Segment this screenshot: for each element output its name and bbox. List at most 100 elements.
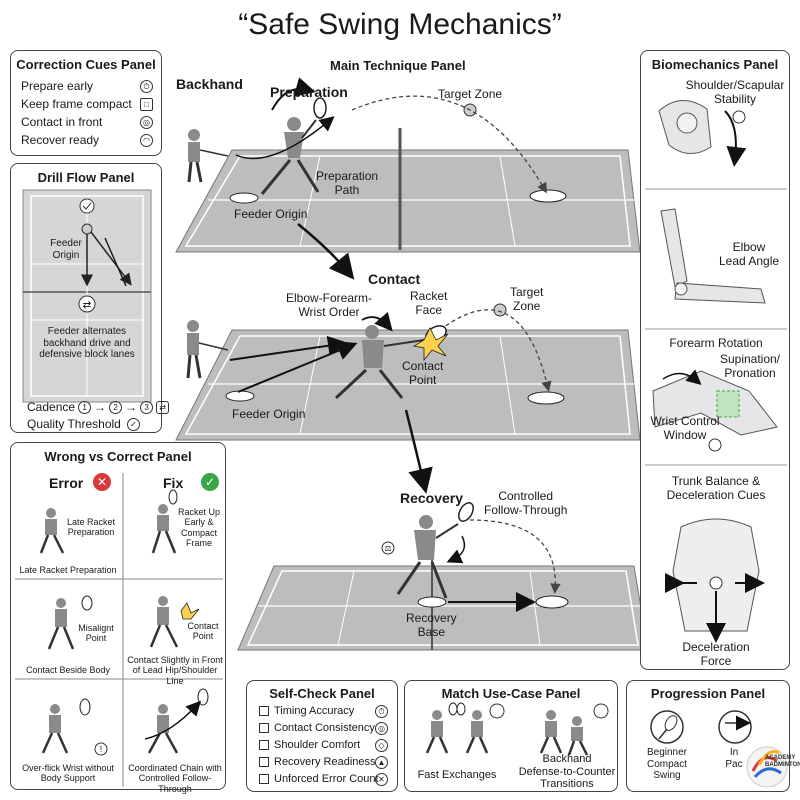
fix-heading: Fix [163,475,184,491]
error-heading: Error [49,475,84,491]
checkbox[interactable] [259,757,269,767]
biomechanics-panel: Biomechanics Panel Shoulder/Scapular Sta… [640,50,790,670]
contact-point-label: Contact Point [402,359,444,387]
cadence-step: 1 [78,400,92,414]
shield-icon: ◇ [375,739,388,752]
self-check-item[interactable]: Timing Accuracy [259,705,354,717]
err-caption: Over-flick Wrist without Body Support [22,763,114,784]
main-technique-title: Main Technique Panel [330,58,466,73]
err-caption: Late Racket Preparation [19,565,117,575]
trunk-label: Trunk Balance & Deceleration Cues [666,474,766,502]
gauge-icon: ◠ [140,133,153,147]
err-caption: Contact Beside Body [25,665,111,675]
feeder-origin-2-label: Feeder Origin [232,407,306,421]
racket-face-label: Racket Face [410,289,448,317]
cue-item: Prepare early ⏱ [21,79,153,93]
self-check-label: Shoulder Comfort [274,739,361,751]
fix-check-icon: ✓ [201,473,219,491]
timer-icon: ⏱ [375,705,388,718]
correction-cues-title: Correction Cues Panel [16,57,156,72]
cadence-row: Cadence 1→ 2→ 3 ⇄ [27,400,170,414]
target-icon: ◎ [375,722,388,735]
elbow-label: Elbow Lead Angle [718,240,780,268]
svg-text:⇄: ⇄ [83,300,91,311]
cue-label: Recover ready [21,133,100,147]
feeder-origin-1-label: Feeder Origin [234,207,308,221]
supination-label: Supination/ Pronation [719,352,781,380]
checkbox[interactable] [259,740,269,750]
wrist-window-label: Wrist Control Window [650,414,720,442]
self-check-label: Timing Accuracy [274,705,355,717]
backhand-transitions-label: Backhand Defense-to-Counter Transitions [518,753,616,791]
x-icon: ✕ [375,773,388,786]
intermediate-label: In Pac [725,747,743,770]
beginner-label: Beginner Compact Swing [646,747,688,781]
target-zone-2-label: Target Zone [510,285,544,313]
drill-note: Feeder alternates backhand drive and def… [39,326,135,360]
forearm-title: Forearm Rotation [669,336,763,350]
self-check-item[interactable]: Shoulder Comfort [259,739,360,751]
checkbox[interactable] [259,706,269,716]
fix-caption: Contact Slightly in Front of Lead Hip/Sh… [127,655,223,686]
drill-flow-panel: Drill Flow Panel ⇄ Feeder Origin Feeder … [10,163,170,433]
self-check-item[interactable]: Unforced Error Count [259,773,379,785]
self-check-title: Self-Check Panel [269,686,375,701]
check-icon: ✓ [126,417,140,431]
wrong-correct-grid: ! [15,473,223,787]
frame-icon: □ [140,97,153,111]
self-check-label: Contact Consistency [274,722,375,734]
decel-label: Deceleration Force [682,640,750,668]
cue-item: Contact in front ◎ [21,115,153,129]
shoulder-label: Shoulder/Scapular Stability [685,78,785,106]
prep-path-label: Preparation Path [316,169,379,197]
self-check-panel: Self-Check Panel Timing Accuracy Contact… [246,680,398,792]
self-check-label: Unforced Error Count [274,773,379,785]
quality-label: Quality Threshold [27,417,121,431]
svg-text:⚖: ⚖ [384,544,391,553]
wrong-correct-panel: Wrong vs Correct Panel Error ✕ Fix ✓ ! L… [10,442,226,794]
follow-through-label: Controlled Follow-Through [484,489,568,517]
fix-caption: Coordinated Chain with Controlled Follow… [128,763,222,794]
err-note: Late Racket Preparation [66,517,116,538]
match-figures [425,702,609,756]
timer-icon: ⏱ [140,79,153,93]
self-check-item[interactable]: Recovery Readiness [259,756,376,768]
drill-feeder-origin: Feeder Origin [50,238,82,261]
page-title: “Safe Swing Mechanics” [238,8,562,41]
self-check-item[interactable]: Contact Consistency [259,722,375,734]
fast-exchanges-label: Fast Exchanges [417,769,497,781]
self-check-label: Recovery Readiness [274,756,376,768]
recovery-label: Recovery [400,490,464,506]
target-icon: ◎ [140,115,153,129]
match-use-case-panel: Match Use-Case Panel Fast Exchanges Back… [404,680,618,792]
cue-item: Recover ready ◠ [21,133,153,147]
err-note: Misalignt Point [78,623,114,644]
preparation-label: Preparation [270,84,348,100]
repeat-icon: ⇄ [156,400,170,414]
backhand-label: Backhand [176,76,243,92]
biomechanics-diagram [645,100,787,643]
checkbox[interactable] [259,774,269,784]
academy-logo: ACADEMY BADMINTON [765,755,800,768]
progression-panel: Progression Panel Beginner Compact Swing… [626,680,800,792]
progression-title: Progression Panel [650,686,766,701]
elbow-order-label: Elbow-Forearm- Wrist Order [286,291,373,319]
biomechanics-title: Biomechanics Panel [651,57,779,72]
quality-row: Quality Threshold ✓ [27,417,140,431]
drill-court-diagram: ⇄ [22,189,152,403]
target-zone-1-label: Target Zone [438,87,503,101]
contact-label: Contact [368,271,421,287]
cadence-step: 2 [109,400,123,414]
cue-label: Contact in front [21,115,103,129]
cue-item: Keep frame compact□ [21,97,153,111]
fix-note: Contact Point [187,621,219,642]
match-title: Match Use-Case Panel [441,686,581,701]
correction-cues-panel: Correction Cues Panel Prepare early ⏱ Kee… [10,50,162,156]
error-x-icon: ✕ [93,473,111,491]
cue-label: Prepare early [21,79,94,93]
wrong-correct-title: Wrong vs Correct Panel [44,449,192,464]
checkbox[interactable] [259,723,269,733]
cadence-step: 3 [140,400,154,414]
recovery-base-label: Recovery Base [406,611,457,639]
